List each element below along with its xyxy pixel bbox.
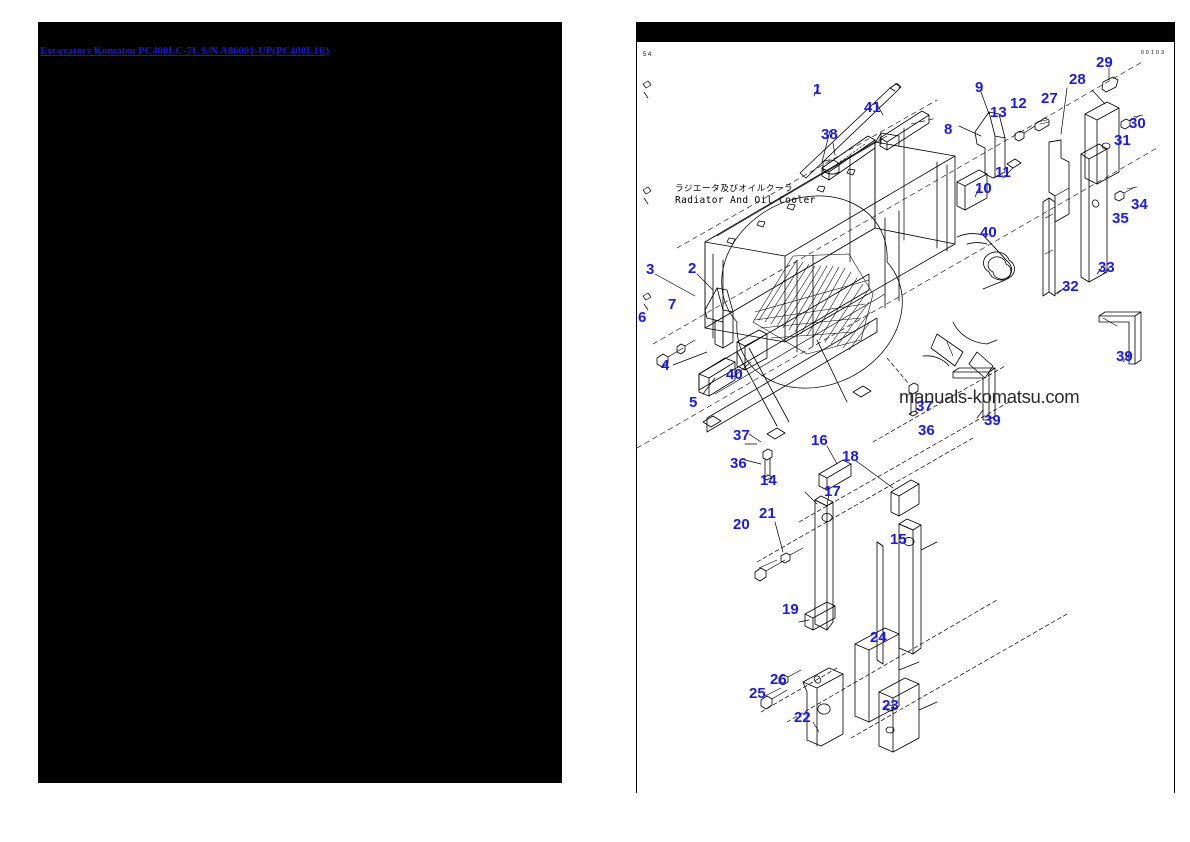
callout-39: 39 xyxy=(1116,348,1133,365)
callout-19: 19 xyxy=(782,601,799,618)
callout-41: 41 xyxy=(864,99,881,116)
callout-28: 28 xyxy=(1069,71,1086,88)
callout-31: 31 xyxy=(1114,132,1131,149)
title-link-text: Excavators Komatsu PC400LC-7L S/N A86001… xyxy=(40,46,330,57)
drawing-code: 00103 xyxy=(1140,50,1166,56)
callout-21: 21 xyxy=(759,505,776,522)
callout-39: 39 xyxy=(984,412,1001,429)
callout-8: 8 xyxy=(944,121,953,138)
callout-34: 34 xyxy=(1131,196,1148,213)
callout-36: 36 xyxy=(730,455,747,472)
caption-japanese: ラジエータ及びオイルクーラ xyxy=(675,184,794,194)
callout-30: 30 xyxy=(1129,115,1146,132)
left-black-panel: Excavators Komatsu PC400LC-7L S/N A86001… xyxy=(38,22,562,783)
callout-1: 1 xyxy=(813,81,822,98)
callout-20: 20 xyxy=(733,516,750,533)
callout-9: 9 xyxy=(975,79,984,96)
page-header-bar xyxy=(637,22,1174,42)
callout-27: 27 xyxy=(1041,90,1058,107)
callout-2: 2 xyxy=(688,260,697,277)
callout-32: 32 xyxy=(1062,278,1079,295)
callout-25: 25 xyxy=(749,685,766,702)
callout-35: 35 xyxy=(1112,210,1129,227)
callout-23: 23 xyxy=(882,697,899,714)
callout-4: 4 xyxy=(661,357,670,374)
callout-18: 18 xyxy=(842,448,859,465)
callout-6: 6 xyxy=(638,309,647,326)
parts-diagram-page: 54 00103 xyxy=(636,22,1175,793)
callout-40: 40 xyxy=(980,224,997,241)
callout-37: 37 xyxy=(733,427,750,444)
callout-36: 36 xyxy=(918,422,935,439)
callout-37: 37 xyxy=(916,398,933,415)
callout-11: 11 xyxy=(995,164,1011,181)
callout-24: 24 xyxy=(870,629,887,646)
figure-caption: ラジエータ及びオイルクーラ Radiator And Oil Cooler xyxy=(675,182,816,206)
callout-33: 33 xyxy=(1098,259,1115,276)
exploded-parts-illustration xyxy=(637,22,1175,793)
callout-12: 12 xyxy=(1010,95,1027,112)
callout-29: 29 xyxy=(1096,54,1113,71)
callout-26: 26 xyxy=(770,671,787,688)
callout-7: 7 xyxy=(668,296,677,313)
callout-10: 10 xyxy=(975,180,992,197)
callout-14: 14 xyxy=(760,472,777,489)
callout-5: 5 xyxy=(689,394,698,411)
document-title-link[interactable]: Excavators Komatsu PC400LC-7L S/N A86001… xyxy=(40,46,329,57)
callout-38: 38 xyxy=(821,126,838,143)
callout-3: 3 xyxy=(646,261,655,278)
callout-16: 16 xyxy=(811,432,828,449)
caption-english: Radiator And Oil Cooler xyxy=(675,195,816,206)
page-number: 54 xyxy=(643,52,653,58)
callout-22: 22 xyxy=(794,709,811,726)
callout-15: 15 xyxy=(890,531,907,548)
callout-40: 40 xyxy=(726,366,743,383)
callout-17: 17 xyxy=(824,483,841,500)
callout-13: 13 xyxy=(990,104,1007,121)
